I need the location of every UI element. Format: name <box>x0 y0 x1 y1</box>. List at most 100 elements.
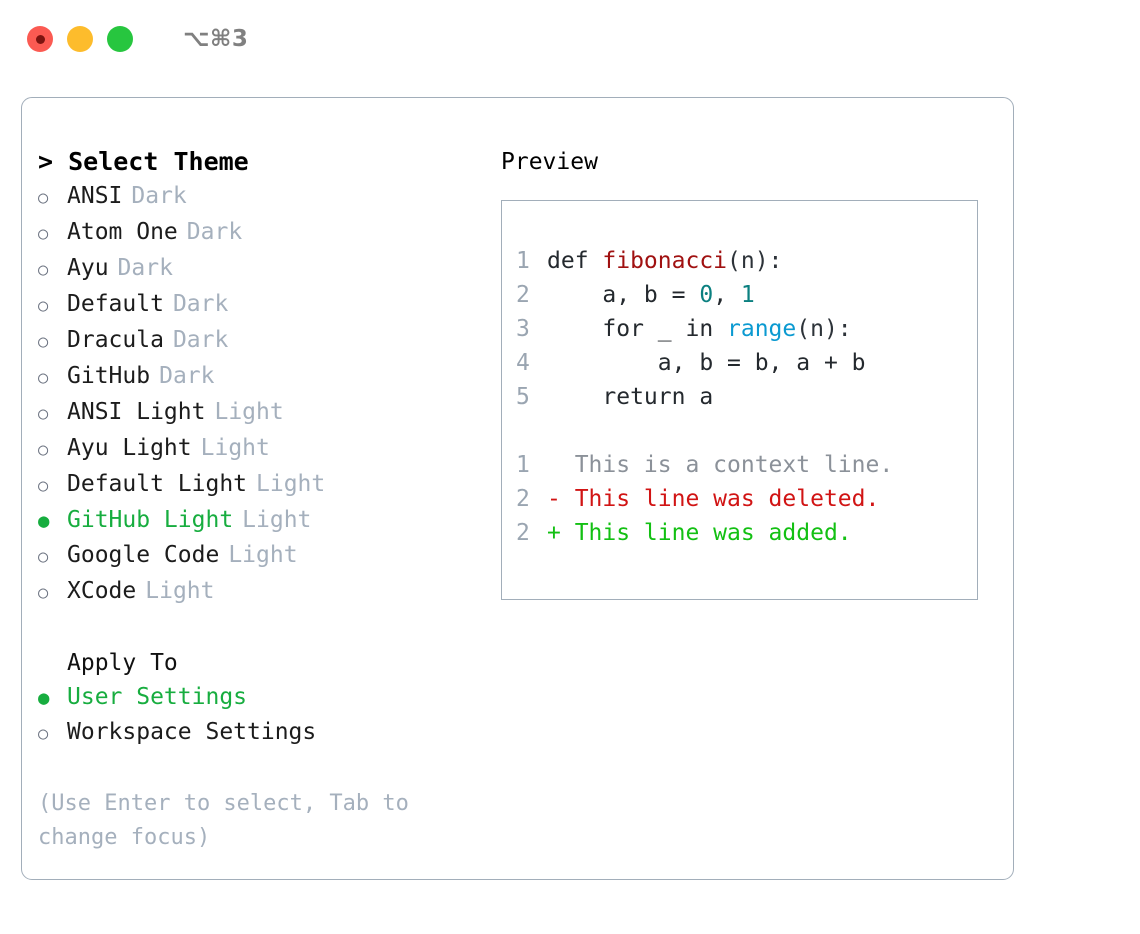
radio-unselected-icon: ○ <box>38 224 49 244</box>
traffic-lights <box>27 26 133 52</box>
code-token: , <box>713 282 741 308</box>
theme-option-label: XCode <box>67 578 137 604</box>
line-number: 1 <box>516 248 530 274</box>
radio-unselected-icon: ○ <box>38 476 49 496</box>
theme-option-dracula[interactable]: ○ Dracula Dark <box>38 323 478 359</box>
theme-option-category: Dark <box>172 327 229 353</box>
theme-option-category: Light <box>256 471 326 497</box>
theme-option-atom-one[interactable]: ○ Atom One Dark <box>38 215 478 251</box>
code-text: a, b = 0, 1 <box>547 278 755 312</box>
select-theme-header: > Select Theme <box>38 147 249 176</box>
theme-option-category: Light <box>228 542 298 568</box>
radio-unselected-icon: ○ <box>38 404 49 424</box>
theme-option-label: GitHub <box>67 363 151 389</box>
theme-option-label: Atom One <box>67 219 178 245</box>
radio-unselected-icon: ○ <box>38 724 49 744</box>
theme-option-category: Dark <box>117 255 173 281</box>
apply-to-option-workspace-settings[interactable]: ○ Workspace Settings <box>38 715 478 751</box>
theme-option-category: Dark <box>159 363 215 389</box>
line-number: 1 <box>516 452 530 478</box>
radio-unselected-icon: ○ <box>38 440 49 460</box>
radio-unselected-icon: ○ <box>38 188 49 208</box>
theme-option-label: ANSI Light <box>67 399 206 425</box>
code-token: (n): <box>796 316 852 342</box>
code-line: 3 for _ in range(n): <box>516 312 977 346</box>
theme-option-ayu-light[interactable]: ○ Ayu Light Light <box>38 431 478 467</box>
theme-option-label: GitHub Light <box>67 507 234 533</box>
line-number: 2 <box>516 520 530 546</box>
minimize-button-icon[interactable] <box>67 26 93 52</box>
line-number: 3 <box>516 316 530 342</box>
window-title: ⌥⌘3 <box>183 26 249 52</box>
code-token: a, b = <box>547 282 700 308</box>
diff-line: 1 This is a context line. <box>516 448 977 482</box>
theme-option-default-light[interactable]: ○ Default Light Light <box>38 467 478 503</box>
apply-to-section: Apply To ●User Settings ○ Workspace Settin… <box>38 646 478 751</box>
diff-text: - This line was deleted. <box>547 486 880 512</box>
code-token: for _ in <box>547 316 728 342</box>
theme-option-github[interactable]: ○ GitHub Dark <box>38 359 478 395</box>
maximize-button-icon[interactable] <box>107 26 133 52</box>
code-token: 1 <box>740 282 755 308</box>
radio-unselected-icon: ○ <box>38 547 49 567</box>
theme-option-label: Ayu Light <box>67 435 192 461</box>
code-line: 1 def fibonacci(n): <box>516 244 977 278</box>
code-line: 5 return a <box>516 380 977 414</box>
theme-option-label: ANSI <box>67 183 123 209</box>
theme-option-ansi[interactable]: ○ ANSI Dark <box>38 179 478 215</box>
code-token: range <box>727 316 797 342</box>
radio-unselected-icon: ○ <box>38 260 49 280</box>
apply-to-option-label: User Settings <box>67 684 248 710</box>
apply-to-header: Apply To <box>67 650 178 676</box>
diff-text: This is a context line. <box>547 452 894 478</box>
code-text: def fibonacci(n): <box>547 244 782 278</box>
line-number: 2 <box>516 486 530 512</box>
diff-line: 2 + This line was added. <box>516 516 977 550</box>
theme-option-label: Default <box>67 291 164 317</box>
theme-option-category: Light <box>145 578 215 604</box>
theme-option-category: Dark <box>186 219 243 245</box>
theme-option-ansi-light[interactable]: ○ ANSI Light Light <box>38 395 478 431</box>
line-number: 4 <box>516 350 530 376</box>
close-button-icon[interactable] <box>27 26 53 52</box>
diff-line: 2 - This line was deleted. <box>516 482 977 516</box>
code-line: 2 a, b = 0, 1 <box>516 278 977 312</box>
theme-option-category: Light <box>200 435 270 461</box>
radio-unselected-icon: ○ <box>38 332 49 352</box>
apply-to-list: ●User Settings ○ Workspace Settings <box>38 680 478 751</box>
theme-option-category: Light <box>242 507 312 533</box>
theme-option-category: Dark <box>131 183 187 209</box>
theme-option-ayu[interactable]: ○ Ayu Dark <box>38 251 478 287</box>
line-number: 5 <box>516 384 530 410</box>
radio-unselected-icon: ○ <box>38 296 49 316</box>
apply-to-option-label: Workspace Settings <box>67 719 317 745</box>
code-text: a, b = b, a + b <box>547 346 866 380</box>
radio-selected-icon: ● <box>38 510 50 532</box>
apply-to-option-user-settings[interactable]: ●User Settings <box>38 680 478 715</box>
preview-title: Preview <box>501 149 598 175</box>
line-number: 2 <box>516 282 530 308</box>
theme-option-google-code[interactable]: ○ Google Code Light <box>38 538 478 574</box>
theme-option-github-light[interactable]: ● GitHub Light Light <box>38 503 478 538</box>
preview-spacer <box>516 414 977 448</box>
code-text: for _ in range(n): <box>547 312 852 346</box>
code-token: fibonacci <box>602 248 728 274</box>
radio-unselected-icon: ○ <box>38 368 49 388</box>
theme-option-label: Default Light <box>67 471 248 497</box>
theme-option-label: Ayu <box>67 255 109 281</box>
code-token: (n): <box>727 248 783 274</box>
theme-option-category: Light <box>214 399 284 425</box>
diff-text: + This line was added. <box>547 520 852 546</box>
theme-option-label: Google Code <box>67 542 220 568</box>
theme-option-label: Dracula <box>67 327 164 353</box>
code-line: 4 a, b = b, a + b <box>516 346 977 380</box>
